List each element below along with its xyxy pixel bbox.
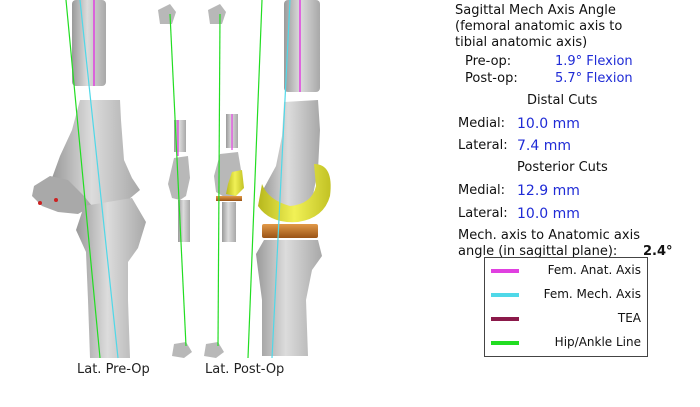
pre-op-hip-ankle-line [65,0,101,359]
pre-op-small-femur-shaft [174,120,186,152]
legend-swatch [491,341,519,345]
post-op-fem-mech-axis [271,0,291,359]
posterior-cuts-heading: Posterior Cuts [517,160,608,175]
legend-item-tea: TEA [485,308,647,330]
post-op-angle-label: Post-op: [465,71,518,86]
posterior-lateral-label: Lateral: [458,206,508,221]
distal-lateral-label: Lateral: [458,138,508,153]
post-op-angle-value: 5.7° Flexion [555,71,633,86]
post-op-tibial-spacer [262,224,318,238]
post-op-full-length-model [204,4,244,358]
pre-op-view-label: Lat. Pre-Op [77,362,150,377]
post-op-view-label: Lat. Post-Op [205,362,285,377]
pre-op-small-ankle [172,342,192,358]
distal-lateral-value: 7.4 mm [517,138,571,154]
pre-op-femur-shaft-top [72,0,106,86]
panel-title-line2: (femoral anatomic axis to [455,19,623,34]
distal-medial-label: Medial: [458,116,506,131]
post-op-small-implant [226,170,244,196]
legend-swatch [491,293,519,297]
post-op-hip-ankle-line [247,0,263,359]
pre-op-full-length-model [158,4,192,358]
distal-medial-value: 10.0 mm [517,116,580,132]
legend-swatch [491,317,519,321]
pre-op-small-femoral-head [158,4,176,24]
pre-op-patella-condyles [32,176,92,214]
measurements-panel: Sagittal Mech Axis Angle (femoral anatom… [455,0,695,403]
legend-label: TEA [617,311,641,325]
post-op-femoral-implant [258,164,331,223]
pre-op-tibia [76,198,146,358]
legend-item-hip-ankle-line: Hip/Ankle Line [485,332,647,354]
post-op-femur-shaft-top [284,0,320,92]
post-op-femur [262,100,320,216]
post-op-tibia [256,240,322,356]
pre-op-knee-model [32,0,146,359]
post-op-small-ankle [204,342,224,358]
legend-item-fem-anat-axis: Fem. Anat. Axis [485,260,647,282]
legend-label: Fem. Anat. Axis [547,263,641,277]
mech-axis-line2: angle (in sagittal plane): [458,244,618,259]
post-op-knee-model [247,0,331,359]
mech-axis-line1: Mech. axis to Anatomic axis [458,228,640,243]
pre-op-angle-value: 1.9° Flexion [555,54,633,69]
posterior-medial-value: 12.9 mm [517,183,580,199]
post-op-small-spacer [216,196,242,201]
axis-legend: Fem. Anat. Axis Fem. Mech. Axis TEA Hip/… [484,257,648,357]
posterior-lateral-value: 10.0 mm [517,206,580,222]
knee-models-svg [32,0,331,359]
mech-axis-value: 2.4° [643,244,673,259]
pre-op-fem-mech-axis [79,0,119,359]
panel-title-line3: tibial anatomic axis) [455,35,588,50]
legend-item-fem-mech-axis: Fem. Mech. Axis [485,284,647,306]
panel-title-line1: Sagittal Mech Axis Angle [455,3,616,18]
legend-label: Fem. Mech. Axis [543,287,641,301]
pre-op-angle-label: Pre-op: [465,54,512,69]
distal-cuts-heading: Distal Cuts [527,93,598,108]
legend-label: Hip/Ankle Line [554,335,641,349]
pre-op-small-knee [168,156,190,200]
post-op-small-femoral-head [208,4,226,24]
post-op-small-tibia [222,202,236,242]
legend-swatch [491,269,519,273]
knee-3d-viewport[interactable]: Lat. Pre-Op Lat. Post-Op [0,0,440,403]
posterior-medial-label: Medial: [458,183,506,198]
